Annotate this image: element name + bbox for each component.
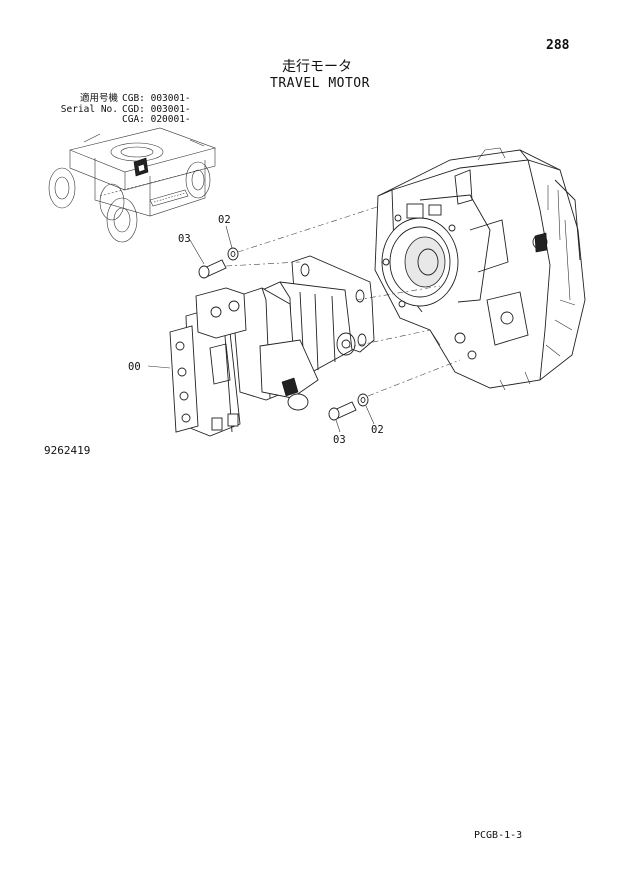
callout-00: 00 [128, 361, 141, 373]
callout-leaders [147, 225, 375, 433]
callout-02: 02 [218, 214, 231, 226]
serial-row: Serial No. CGD: 003001- [40, 103, 191, 116]
washer-lower [357, 393, 369, 407]
serial-row: 適用号機 CGB: 003001- [40, 93, 191, 105]
page-number: 288 [546, 38, 570, 53]
serial-applicability: 適用号機 CGB: 003001- Serial No. CGD: 003001… [40, 93, 191, 126]
serial-label: Serial No. [60, 103, 118, 115]
callout-02-lower: 02 [371, 424, 384, 436]
page-title: TRAVEL MOTOR [270, 76, 370, 91]
serial-code: CGA: 020001- [122, 114, 191, 125]
page-title-japanese: 走行モータ [282, 59, 352, 75]
bolt-upper [198, 259, 227, 279]
callout-03: 03 [178, 233, 191, 245]
washer-upper [227, 247, 239, 261]
machine-location-thumbnail [48, 127, 216, 243]
serial-code: CGD: 003001- [122, 103, 191, 115]
serial-row: CGA: 020001- [40, 114, 191, 126]
serial-code: CGB: 003001- [122, 93, 191, 104]
callout-03-lower: 03 [333, 434, 346, 446]
bolt-lower [328, 401, 357, 421]
alignment-lines [225, 205, 461, 397]
diagram-number: 9262419 [44, 444, 91, 457]
serial-label: 適用号機 [79, 93, 118, 104]
travel-motor-assembly [169, 255, 375, 437]
footer-code: PCGB-1-3 [474, 830, 523, 841]
travel-reduction-housing [374, 147, 586, 391]
